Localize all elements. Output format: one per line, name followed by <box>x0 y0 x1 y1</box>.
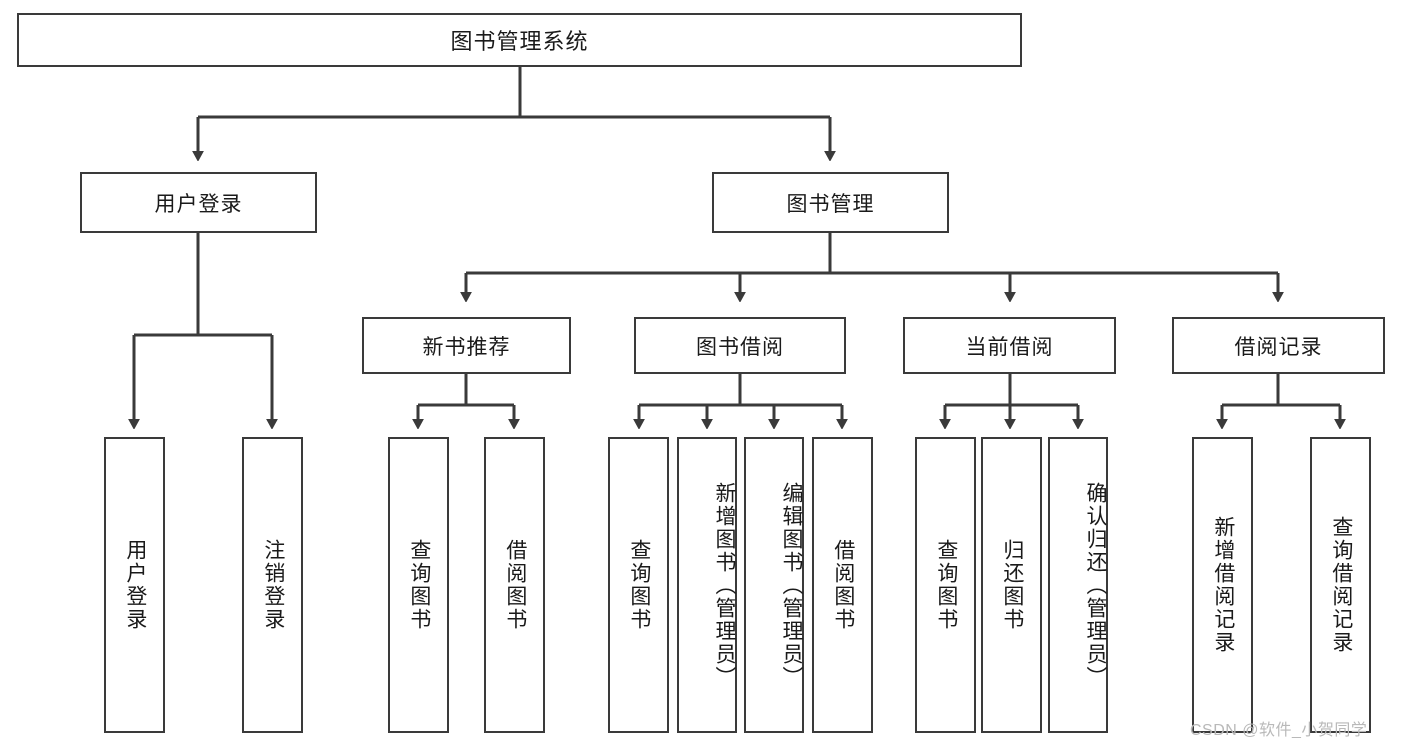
leaf-query-book-2[interactable]: 查询图书 <box>608 437 669 733</box>
node-book-borrow-label: 图书借阅 <box>696 335 784 359</box>
leaf-query-book-3[interactable]: 查询图书 <box>915 437 976 733</box>
leaf-user-login[interactable]: 用户登录 <box>104 437 165 733</box>
leaf-user-login-label: 用户登录 <box>123 539 147 631</box>
leaf-add-book[interactable]: 新增图书（管理员） <box>677 437 737 733</box>
leaf-query-record-label: 查询借阅记录 <box>1329 516 1353 654</box>
leaf-query-book-1-label: 查询图书 <box>407 539 431 631</box>
leaf-query-book-1[interactable]: 查询图书 <box>388 437 449 733</box>
node-borrow-record[interactable]: 借阅记录 <box>1172 317 1385 374</box>
leaf-edit-book[interactable]: 编辑图书（管理员） <box>744 437 804 733</box>
leaf-query-record[interactable]: 查询借阅记录 <box>1310 437 1371 733</box>
leaf-confirm-return[interactable]: 确认归还（管理员） <box>1048 437 1108 733</box>
leaf-borrow-book-2-label: 借阅图书 <box>831 539 855 631</box>
leaf-add-book-label: 新增图书（管理员） <box>713 481 736 689</box>
node-current-borrow[interactable]: 当前借阅 <box>903 317 1116 374</box>
node-root[interactable]: 图书管理系统 <box>17 13 1022 67</box>
node-current-borrow-label: 当前借阅 <box>965 335 1054 359</box>
node-book-manage-label: 图书管理 <box>786 192 875 216</box>
leaf-return-book[interactable]: 归还图书 <box>981 437 1042 733</box>
leaf-edit-book-label: 编辑图书（管理员） <box>780 481 803 689</box>
leaf-borrow-book-1-label: 借阅图书 <box>503 539 527 631</box>
node-new-book-rec-label: 新书推荐 <box>422 335 511 359</box>
node-root-label: 图书管理系统 <box>450 29 589 54</box>
leaf-borrow-book-2[interactable]: 借阅图书 <box>812 437 873 733</box>
node-borrow-record-label: 借阅记录 <box>1234 335 1323 359</box>
leaf-add-record[interactable]: 新增借阅记录 <box>1192 437 1253 733</box>
node-book-borrow[interactable]: 图书借阅 <box>634 317 846 374</box>
leaf-query-book-2-label: 查询图书 <box>627 539 651 631</box>
leaf-borrow-book-1[interactable]: 借阅图书 <box>484 437 545 733</box>
node-user-login[interactable]: 用户登录 <box>80 172 317 233</box>
leaf-confirm-return-label: 确认归还（管理员） <box>1084 481 1107 689</box>
node-new-book-rec[interactable]: 新书推荐 <box>362 317 571 374</box>
leaf-logout-login-label: 注销登录 <box>261 539 285 631</box>
leaf-return-book-label: 归还图书 <box>1000 539 1024 631</box>
node-user-login-label: 用户登录 <box>154 192 243 216</box>
node-book-manage[interactable]: 图书管理 <box>712 172 949 233</box>
leaf-query-book-3-label: 查询图书 <box>934 539 958 631</box>
leaf-logout-login[interactable]: 注销登录 <box>242 437 303 733</box>
leaf-add-record-label: 新增借阅记录 <box>1211 516 1235 654</box>
